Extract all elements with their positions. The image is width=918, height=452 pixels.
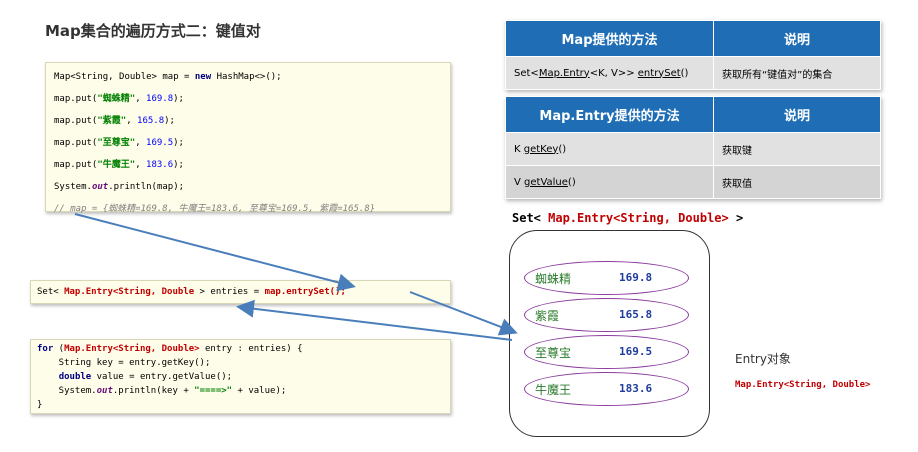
code-token: "====>" bbox=[194, 386, 233, 396]
getvalue-method: V getValue() bbox=[505, 165, 714, 199]
code-token: "蜘蛛精" bbox=[97, 94, 136, 104]
entry-key: 牛魔王 bbox=[535, 383, 572, 397]
code-token: > entries = bbox=[194, 287, 265, 297]
getkey-desc: 获取键 bbox=[713, 132, 881, 166]
code-line: Map<String, Double> map = new HashMap<>(… bbox=[54, 66, 450, 88]
arrow-set-to-entries bbox=[236, 299, 513, 341]
code-token: "紫霞" bbox=[97, 116, 127, 126]
code-token: Map<String, Double> map = bbox=[54, 72, 195, 82]
code-token: "至尊宝" bbox=[97, 138, 136, 148]
code-token: 169.8 bbox=[146, 94, 174, 104]
entry-desc-header: 说明 bbox=[713, 96, 881, 133]
code-token: out bbox=[91, 182, 109, 192]
code-line: for (Map.Entry<String, Double> entry : e… bbox=[37, 342, 450, 356]
entry-value: 169.8 bbox=[619, 271, 653, 284]
code-token: + value); bbox=[232, 386, 287, 396]
entry-value: 169.5 bbox=[619, 345, 653, 358]
entry-key: 蜘蛛精 bbox=[535, 272, 572, 286]
code-line: // map = {蜘蛛精=169.8, 牛魔王=183.6, 至尊宝=169.… bbox=[54, 198, 450, 220]
code-token: entry : entries) { bbox=[199, 344, 303, 354]
code-token: , bbox=[135, 94, 147, 104]
code-token: out bbox=[96, 386, 113, 396]
code-token: for bbox=[37, 344, 54, 354]
code-token: "牛魔王" bbox=[97, 160, 136, 170]
code-token: Set< bbox=[37, 287, 65, 297]
code-line: } bbox=[37, 398, 450, 412]
code-token: // map = {蜘蛛精=169.8, 牛魔王=183.6, 至尊宝=169.… bbox=[54, 204, 376, 214]
code-token: 165.8 bbox=[137, 116, 165, 126]
code-token: 169.5 bbox=[146, 138, 174, 148]
entry-ellipse: 紫霞 165.8 bbox=[524, 298, 689, 332]
code-line: map.put("牛魔王", 183.6); bbox=[54, 154, 450, 176]
entry-ellipse: 牛魔王 183.6 bbox=[524, 372, 689, 406]
code-token: ); bbox=[173, 94, 184, 104]
code-token: Map.Entry<String, Double> bbox=[64, 344, 200, 354]
getvalue-desc: 获取值 bbox=[713, 165, 881, 199]
code-token: , bbox=[135, 160, 147, 170]
code-token: , bbox=[126, 116, 138, 126]
entryset-desc: 获取所有“键值对”的集合 bbox=[713, 56, 881, 90]
code-line: String key = entry.getKey(); bbox=[37, 356, 450, 370]
entry-object-label: Entry对象 bbox=[735, 352, 791, 366]
code-token: System. bbox=[54, 182, 92, 192]
code-token: new bbox=[194, 72, 212, 82]
code-token: ( bbox=[53, 344, 65, 354]
code-block-map-put: Map<String, Double> map = new HashMap<>(… bbox=[45, 62, 451, 214]
map-desc-header: 说明 bbox=[713, 20, 881, 57]
code-token: map.put( bbox=[54, 116, 98, 126]
entry-key: 至尊宝 bbox=[535, 346, 572, 360]
code-token: double bbox=[58, 372, 92, 382]
entry-key: 紫霞 bbox=[535, 309, 560, 323]
entry-methods-header: Map.Entry提供的方法 bbox=[505, 96, 714, 133]
code-token: String key = entry.getKey(); bbox=[37, 358, 211, 368]
code-line: Set< Map.Entry<String, Double > entries … bbox=[37, 282, 450, 302]
code-token: ); bbox=[173, 160, 184, 170]
entry-ellipse: 至尊宝 169.5 bbox=[524, 335, 689, 369]
code-token: } bbox=[37, 400, 43, 410]
code-block-for-loop: for (Map.Entry<String, Double> entry : e… bbox=[30, 339, 451, 414]
entry-type-label: Map.Entry<String, Double> bbox=[735, 380, 871, 390]
code-token: Map.Entry<String, Double bbox=[64, 287, 195, 297]
code-line: map.put("紫霞", 165.8); bbox=[54, 110, 450, 132]
code-token: 183.6 bbox=[146, 160, 174, 170]
arrow-entryset-to-set bbox=[409, 291, 518, 336]
code-token: map.put( bbox=[54, 160, 98, 170]
arrow-map-to-entryset bbox=[74, 213, 356, 292]
page-title: Map集合的遍历方式二：键值对 bbox=[45, 22, 261, 40]
code-token: value = entry.getValue(); bbox=[91, 372, 233, 382]
code-token: .println(map); bbox=[108, 182, 185, 192]
code-token: map.put( bbox=[54, 138, 98, 148]
set-type-label: Set< Map.Entry<String, Double> > bbox=[512, 211, 744, 225]
code-line: double value = entry.getValue(); bbox=[37, 370, 450, 384]
code-token: HashMap<>(); bbox=[211, 72, 282, 82]
code-token: ); bbox=[173, 138, 184, 148]
code-token: System. bbox=[37, 386, 97, 396]
code-line: map.put("至尊宝", 169.5); bbox=[54, 132, 450, 154]
entry-value: 165.8 bbox=[619, 308, 653, 321]
entry-value: 183.6 bbox=[619, 382, 653, 395]
code-line: System.out.println(key + "====>" + value… bbox=[37, 384, 450, 398]
code-token: .println(key + bbox=[112, 386, 195, 396]
entryset-method: Set<Map.Entry<K, V>> entrySet() bbox=[505, 56, 714, 90]
getkey-method: K getKey() bbox=[505, 132, 714, 166]
map-methods-table: Map提供的方法 说明 Set<Map.Entry<K, V>> entrySe… bbox=[505, 20, 881, 90]
entry-ellipse: 蜘蛛精 169.8 bbox=[524, 261, 689, 295]
code-token: map.put( bbox=[54, 94, 98, 104]
entry-methods-table: Map.Entry提供的方法 说明 K getKey() 获取键 V getVa… bbox=[505, 96, 881, 199]
code-line: map.put("蜘蛛精", 169.8); bbox=[54, 88, 450, 110]
code-token: map.entrySet(); bbox=[264, 287, 346, 297]
code-token: ); bbox=[164, 116, 175, 126]
code-line: System.out.println(map); bbox=[54, 176, 450, 198]
code-token: , bbox=[135, 138, 147, 148]
